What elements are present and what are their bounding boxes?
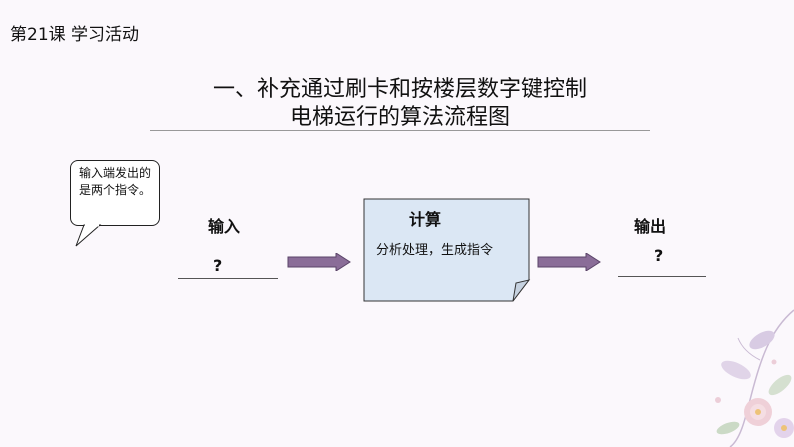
output-label: 输出	[634, 217, 667, 236]
output-answer-line	[618, 276, 706, 277]
input-question-mark: ?	[213, 256, 223, 275]
floral-decoration-icon	[715, 309, 794, 447]
arrow-right-icon	[537, 253, 601, 271]
speech-bubble: 输入端发出的是两个指令。	[70, 160, 160, 226]
speech-bubble-text: 输入端发出的是两个指令。	[79, 166, 152, 197]
input-label: 输入	[208, 217, 241, 236]
folded-note-shape	[363, 198, 531, 302]
input-answer-line	[178, 278, 278, 279]
speech-bubble-tail	[75, 224, 102, 247]
process-text: 分析处理，生成指令	[376, 243, 494, 258]
page-title-line1: 一、补充通过刷卡和按楼层数字键控制	[212, 77, 587, 102]
page-title-line2: 电梯运行的算法流程图	[289, 105, 510, 130]
title-underline	[150, 130, 650, 131]
arrow-right-icon	[287, 253, 351, 271]
process-title: 计算	[408, 210, 441, 229]
lesson-label: 第21课 学习活动	[10, 25, 140, 45]
process-box: 计算 分析处理，生成指令	[363, 198, 533, 302]
output-question-mark: ?	[654, 246, 664, 265]
